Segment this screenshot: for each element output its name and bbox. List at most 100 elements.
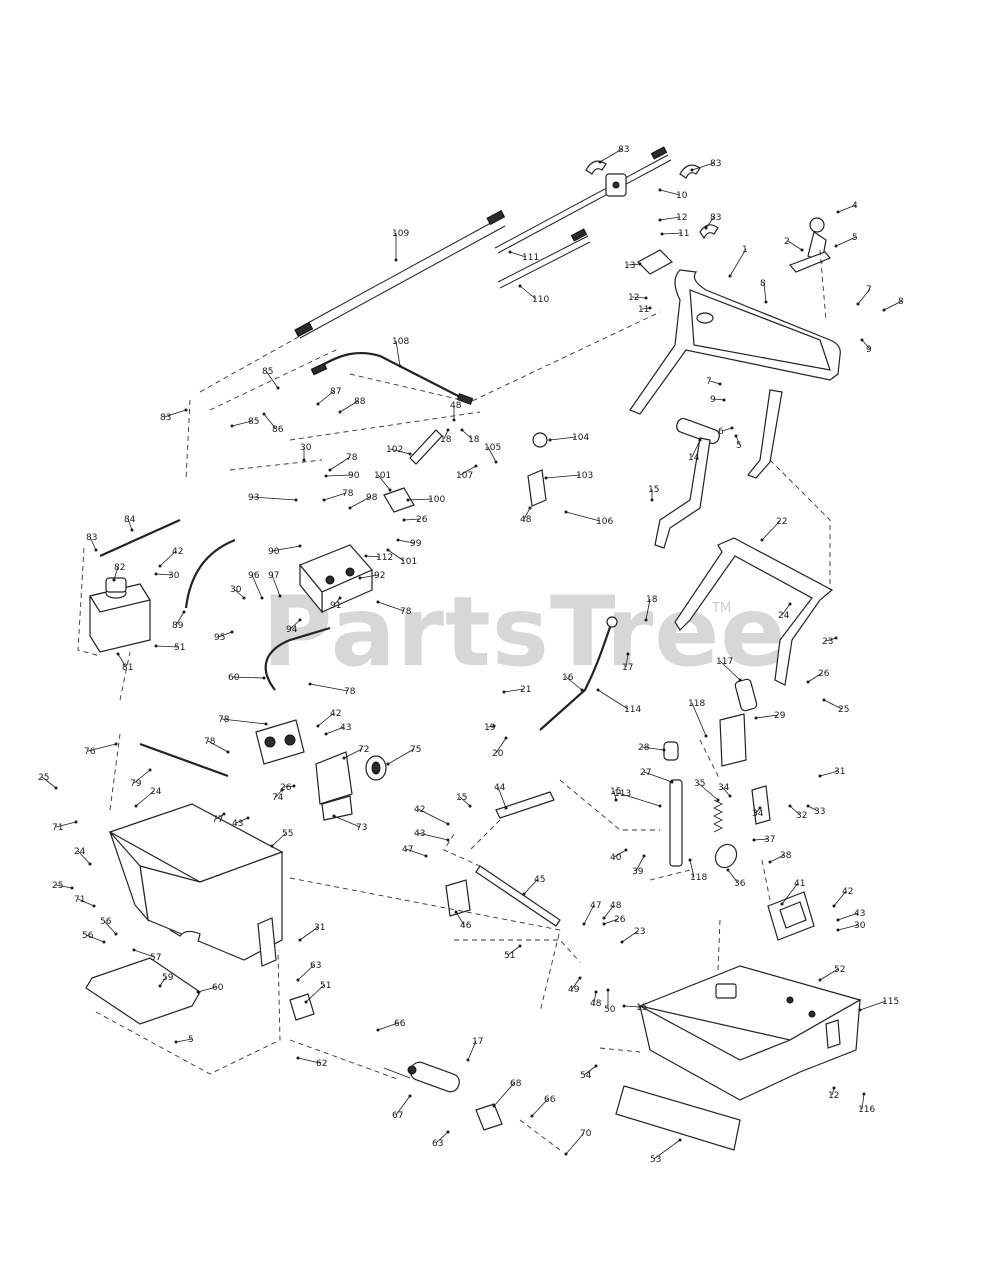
callout-p18c: 18 (460, 428, 480, 445)
leader-arrow (728, 274, 732, 278)
callout-p83: 83 (598, 145, 629, 164)
callout-p42c: 42 (316, 709, 341, 728)
part-number-label: 95 (214, 633, 225, 643)
callout-p103: 103 (544, 471, 593, 481)
leader-line (721, 427, 733, 432)
leader-line (761, 520, 781, 541)
leader-line (721, 786, 731, 797)
callout-p55: 55 (270, 829, 293, 848)
leader-arrow (294, 498, 298, 502)
leader-arrow (882, 308, 886, 312)
leader-line (133, 949, 155, 958)
part-number-label: 16 (562, 673, 574, 683)
part-number-label: 20 (492, 749, 504, 759)
leader-line (455, 911, 465, 926)
leader-line (631, 296, 647, 299)
leader-arrow (154, 644, 158, 648)
lever-103 (527, 432, 548, 507)
leader-arrow (262, 412, 266, 416)
leader-arrow (822, 698, 826, 702)
callout-p48b: 48 (450, 401, 462, 422)
leader-arrow (678, 1138, 682, 1142)
control-lever-2 (788, 217, 831, 273)
part-number-label: 11 (678, 229, 689, 239)
leader-arrow (302, 458, 306, 462)
callout-p100: 100 (406, 495, 445, 505)
leader-line (417, 808, 449, 825)
leader-line (617, 792, 661, 807)
callout-p78b: 78 (322, 489, 354, 502)
leader-line (643, 771, 673, 783)
leader-arrow (408, 1094, 412, 1098)
leader-line (487, 446, 497, 463)
part-number-label: 104 (572, 433, 589, 443)
leader-line (275, 789, 283, 798)
callout-p89: 89 (172, 610, 186, 631)
hydraulic-tube-79 (139, 742, 229, 778)
part-number-label: 41 (794, 879, 805, 889)
leader-line (837, 204, 857, 213)
leader-line (623, 1005, 641, 1008)
hydraulic-hose-108 (310, 351, 474, 405)
hydraulic-cylinder-67 (383, 1061, 460, 1093)
part-number-label: 55 (282, 829, 293, 839)
part-number-label: 43 (854, 909, 865, 919)
leader-line (565, 1132, 585, 1155)
part-number-label: 18 (646, 595, 658, 605)
callout-p71: 71 (52, 820, 78, 833)
leader-arrow (832, 1086, 836, 1090)
part-number-label: 30 (854, 921, 866, 931)
leader-line (659, 216, 681, 221)
leader-line (719, 660, 741, 681)
part-number-label: 100 (428, 495, 445, 505)
leader-arrow (308, 682, 312, 686)
part-number-label: 42 (172, 547, 183, 557)
part-number-label: 40 (610, 853, 622, 863)
callout-p94: 94 (286, 618, 302, 635)
callout-p51c: 51 (304, 981, 331, 1004)
leader-arrow (858, 1008, 862, 1012)
callout-p24: 24 (778, 602, 792, 621)
battery-box-55 (108, 803, 284, 967)
mounting-plate-13 (637, 249, 673, 275)
leader-arrow (758, 806, 762, 810)
callout-p93: 93 (248, 493, 298, 503)
callout-p22: 22 (760, 517, 787, 542)
part-number-label: 21 (520, 685, 531, 695)
part-number-label: 96 (248, 571, 260, 581)
callout-p25: 25 (822, 698, 849, 715)
callout-p27: 27 (640, 768, 674, 784)
part-number-label: 8 (898, 297, 904, 307)
part-number-label: 48 (520, 515, 532, 525)
leader-arrow (734, 434, 738, 438)
callout-p13: 13 (624, 261, 642, 271)
leader-line (603, 904, 615, 919)
callout-p109: 109 (392, 229, 409, 262)
leader-line (443, 429, 449, 440)
part-number-label: 51 (504, 951, 515, 961)
mounting-plate-59 (85, 957, 201, 1025)
leader-line (709, 380, 721, 385)
callout-p85b: 85 (230, 417, 259, 428)
callout-p60: 60 (196, 983, 224, 994)
leader-arrow (580, 688, 584, 692)
callout-p78: 78 (328, 453, 358, 472)
callout-p18b: 18 (440, 428, 452, 445)
coupling-75 (365, 755, 387, 781)
callout-p118b: 118 (688, 858, 707, 883)
leader-arrow (324, 732, 328, 736)
leader-arrow (342, 756, 346, 760)
callout-p12c: 12 (828, 1086, 839, 1101)
leader-line (735, 435, 741, 446)
callout-p75: 75 (386, 745, 421, 766)
leader-arrow (446, 428, 450, 432)
callout-p18: 18 (644, 595, 658, 622)
callout-p59: 59 (158, 973, 174, 988)
callout-p43d: 43 (414, 829, 450, 842)
part-number-label: 25 (38, 773, 49, 783)
callout-p73: 73 (332, 814, 367, 833)
leader-arrow (578, 976, 582, 980)
leader-line (583, 1065, 597, 1076)
part-number-label: 37 (764, 835, 775, 845)
part-number-label: 108 (392, 337, 409, 347)
